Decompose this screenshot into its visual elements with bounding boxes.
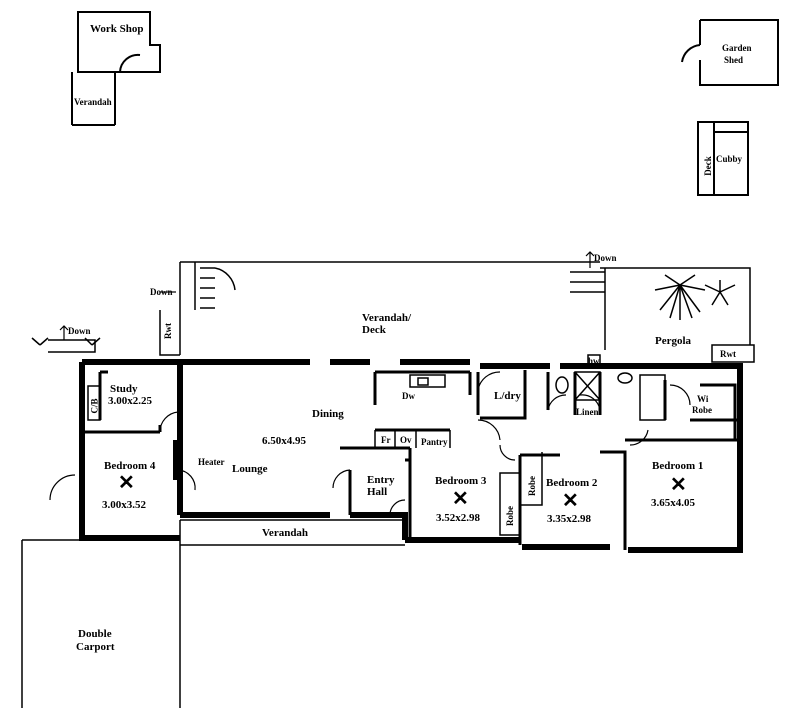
ceiling-fan-icon: ✕ bbox=[118, 472, 135, 494]
deck-label: Deck bbox=[702, 156, 713, 176]
garden-shed-label-1: Garden bbox=[722, 43, 752, 53]
bedroom4-name: Bedroom 4 bbox=[104, 460, 156, 472]
cb-label: C/B bbox=[89, 398, 100, 414]
robe-label-2: Robe bbox=[527, 476, 537, 496]
carport-outline bbox=[21, 539, 180, 708]
bedroom4-size: 3.00x3.52 bbox=[102, 499, 146, 511]
down-label-left: Down bbox=[150, 287, 173, 297]
fixtures-outlines bbox=[87, 354, 666, 536]
bedroom1-name: Bedroom 1 bbox=[652, 460, 704, 472]
ceiling-fan-icon: ✕ bbox=[562, 490, 579, 512]
study-name: Study bbox=[110, 383, 138, 395]
entry-name-1: Entry bbox=[367, 474, 395, 486]
door-swings bbox=[49, 371, 691, 516]
dining-name: Dining bbox=[312, 408, 344, 420]
verandah-deck-label-2: Deck bbox=[362, 324, 386, 336]
down-arrows bbox=[59, 251, 595, 340]
ceiling-fan-icon: ✕ bbox=[452, 488, 469, 510]
front-verandah-label: Verandah bbox=[262, 527, 309, 539]
deck-outline bbox=[48, 261, 755, 363]
heater-label: Heater bbox=[198, 457, 225, 467]
bedroom3-name: Bedroom 3 bbox=[435, 475, 487, 487]
pantry-label: Pantry bbox=[421, 437, 448, 447]
rwt-label-right: Rwt bbox=[720, 349, 736, 359]
laundry-name: L/dry bbox=[494, 390, 521, 402]
garden-shed-label-2: Shed bbox=[724, 55, 744, 65]
bedroom1-size: 3.65x4.05 bbox=[651, 497, 695, 509]
lounge-name: Lounge bbox=[232, 463, 268, 475]
cubby-outline bbox=[697, 121, 749, 196]
down-label-far-left: Down bbox=[68, 326, 91, 336]
linen-label: Linen bbox=[576, 407, 599, 417]
hot-water-label: hw bbox=[588, 356, 600, 366]
lounge-size: 6.50x4.95 bbox=[262, 435, 306, 447]
wi-robe-label-2: Robe bbox=[692, 405, 712, 415]
rwt-label-left: Rwt bbox=[163, 323, 173, 339]
garden-shed-outline bbox=[681, 19, 779, 86]
workshop-outline bbox=[71, 11, 161, 126]
bedroom2-size: 3.35x2.98 bbox=[547, 513, 591, 525]
bedroom3-size: 3.52x2.98 bbox=[436, 512, 480, 524]
fridge-label: Fr bbox=[381, 435, 391, 445]
cubby-label: Cubby bbox=[716, 154, 743, 164]
pergola-plants bbox=[31, 274, 736, 346]
dishwasher-label: Dw bbox=[402, 391, 415, 401]
workshop-label: Work Shop bbox=[90, 23, 144, 35]
front-verandah-outline bbox=[179, 519, 405, 708]
workshop-verandah-label: Verandah bbox=[74, 97, 112, 107]
ceiling-fan-icon: ✕ bbox=[670, 474, 687, 496]
house-exterior-walls bbox=[79, 359, 743, 553]
wi-robe-label-1: Wi bbox=[697, 394, 709, 404]
study-size: 3.00x2.25 bbox=[108, 395, 152, 407]
entry-name-2: Hall bbox=[367, 486, 388, 498]
bedroom2-name: Bedroom 2 bbox=[546, 477, 598, 489]
carport-label-2: Carport bbox=[76, 641, 115, 653]
carport-label-1: Double bbox=[78, 628, 112, 640]
verandah-deck-label-1: Verandah/ bbox=[362, 312, 412, 324]
oven-label: Ov bbox=[400, 435, 412, 445]
robe-label-1: Robe bbox=[505, 506, 515, 526]
pergola-label: Pergola bbox=[655, 335, 692, 347]
down-label-right: Down bbox=[594, 253, 617, 263]
